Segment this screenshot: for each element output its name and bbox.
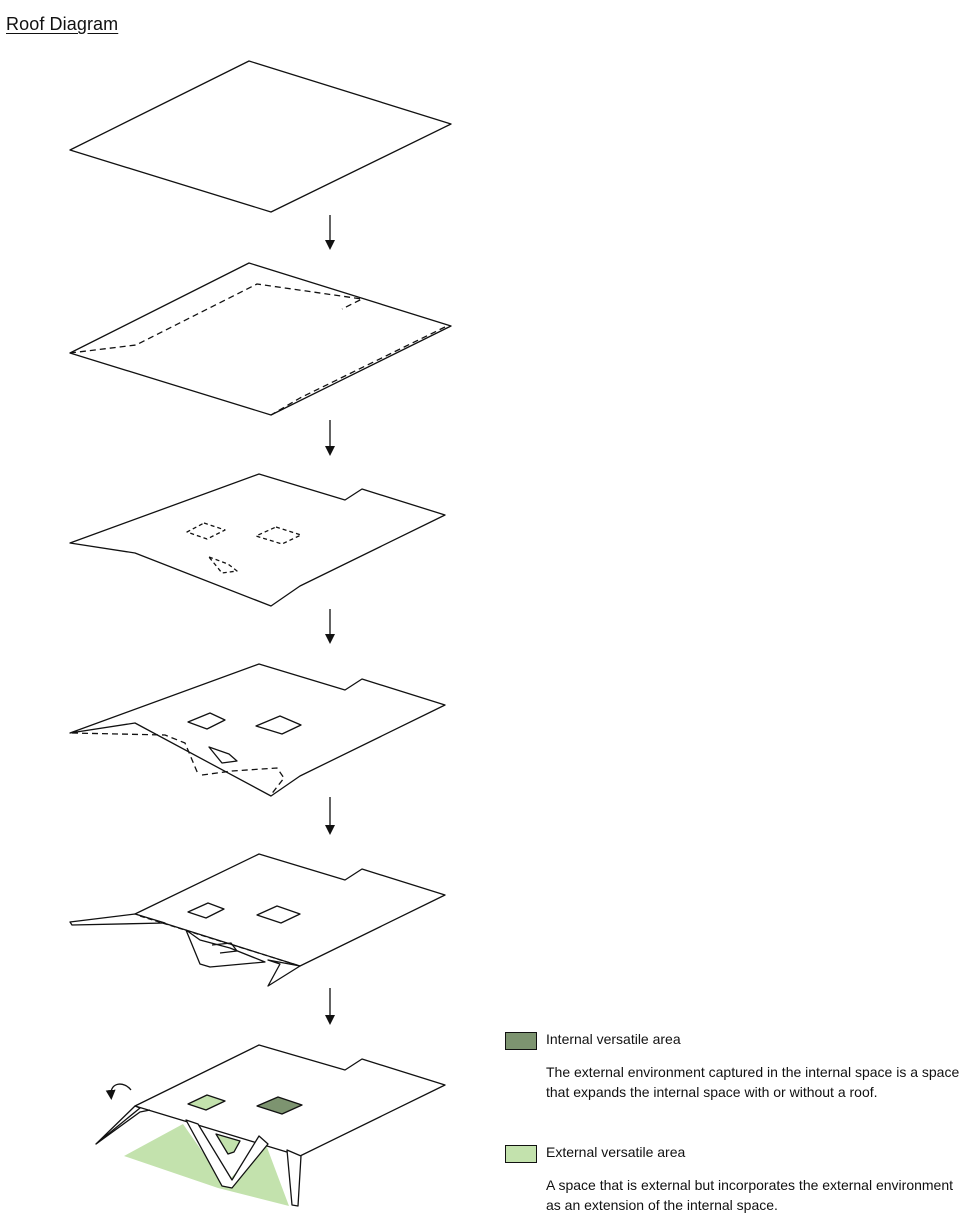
fold-outline-dashed <box>270 326 446 416</box>
roof-plane <box>69 262 452 416</box>
step-roof-with-cut-lines <box>69 663 446 797</box>
external-versatile-area-opening <box>187 1094 226 1111</box>
step-folded-roof-with-openings <box>69 473 446 607</box>
opening-dashed <box>255 526 302 545</box>
fold-outline-dashed <box>69 283 363 354</box>
flap <box>267 959 301 987</box>
external-versatile-area-shadow <box>124 1124 289 1206</box>
legend-label: External versatile area <box>546 1144 686 1160</box>
opening-dashed <box>208 556 238 574</box>
legend-label: Internal versatile area <box>546 1031 681 1047</box>
step-roof-with-folded-flaps <box>69 853 446 987</box>
opening-dashed <box>186 522 226 540</box>
opening <box>256 905 301 924</box>
legend-description: A space that is external but incorporate… <box>546 1177 954 1213</box>
legend-swatch-internal <box>505 1032 537 1050</box>
flap <box>185 1119 269 1189</box>
flap <box>185 929 266 968</box>
flap-edge <box>95 1109 151 1145</box>
external-versatile-area-flap <box>215 1133 241 1155</box>
rotate-arrow-icon <box>105 1083 132 1100</box>
page-title: Roof Diagram <box>6 14 119 34</box>
internal-versatile-area-opening <box>256 1096 303 1115</box>
opening <box>187 712 226 730</box>
roof-plane <box>69 60 452 213</box>
opening <box>208 746 238 764</box>
opening <box>211 942 238 954</box>
roof-plane <box>69 663 446 797</box>
cut-line-dashed <box>71 732 199 775</box>
legend-description: The external environment captured in the… <box>546 1064 960 1100</box>
legend-swatch-external <box>505 1145 537 1163</box>
cut-line-dashed <box>201 767 285 797</box>
step-final-roof-with-versatile-areas <box>95 1044 446 1207</box>
step-flat-roof-plane <box>69 60 452 213</box>
roof-plane <box>69 473 446 607</box>
step-roof-with-fold-outline <box>69 262 452 416</box>
opening <box>255 715 302 735</box>
flap <box>286 1149 302 1207</box>
flap <box>95 1105 141 1145</box>
fold-line-dotted <box>139 915 301 967</box>
opening <box>187 902 225 919</box>
